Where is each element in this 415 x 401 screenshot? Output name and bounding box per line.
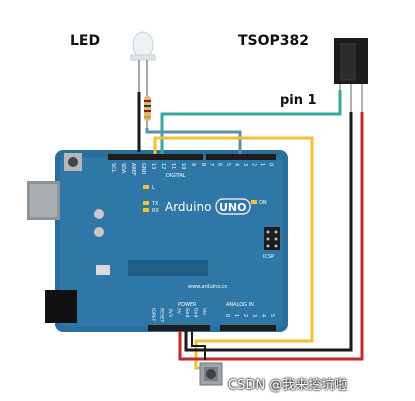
digital-header-left (108, 154, 203, 160)
icsp-header (264, 227, 280, 250)
pin-label: 1 (233, 314, 239, 317)
pin-label: IOREF (150, 308, 156, 322)
capacitor-1 (94, 209, 104, 219)
pin-label: 3 (242, 163, 248, 166)
pin-label: 4 (260, 314, 266, 317)
board-model: UNO (219, 201, 247, 214)
led-l-indicator (143, 185, 149, 189)
pin-label: 7 (208, 163, 214, 166)
pin-label: Vin (201, 308, 207, 315)
pin-label: 3V3 (167, 308, 173, 317)
icsp-label: ICSP (263, 254, 274, 260)
board-chip-area (128, 260, 208, 276)
led-bulb (132, 31, 154, 59)
tsop382-receiver (334, 38, 368, 112)
led-tx-indicator (143, 201, 149, 205)
pin-label: 8 (200, 163, 206, 166)
pin-label: 11 (170, 163, 176, 169)
capacitor-2 (94, 227, 104, 237)
digital-header-right (206, 154, 276, 160)
wire-button-gnd (191, 331, 206, 360)
led-label: LED (70, 33, 101, 49)
pin-label: 5V (176, 308, 182, 315)
pin-label: 6 (217, 163, 223, 166)
pin-label: Gnd (184, 308, 190, 317)
pin-label: 0 (268, 163, 274, 166)
pin-label: 2 (242, 314, 248, 317)
on-label: ON (259, 200, 267, 206)
wire-led-signal (145, 128, 242, 154)
website-label: www.arduino.cc (188, 284, 228, 290)
wire-tsop-vcc (178, 112, 364, 361)
l-label: L (152, 185, 155, 191)
crystal (96, 265, 110, 275)
pin-label: SCL (110, 163, 116, 173)
led-rx-indicator (143, 208, 149, 212)
board-brand: Arduino (165, 200, 211, 214)
wire-tsop-gnd (184, 112, 353, 352)
pin-label: AREF (130, 163, 136, 176)
pin-label: RESET (159, 308, 165, 323)
pin1-label: pin 1 (280, 93, 317, 108)
resistor (144, 96, 151, 121)
power-jack (45, 290, 77, 323)
pin-label: 1 (259, 163, 265, 166)
arduino-board: Arduino UNO DIGITAL L TX RX ON ICSP www.… (27, 150, 288, 332)
tsop-label: TSOP382 (238, 33, 310, 49)
power-label: POWER (178, 302, 197, 308)
tx-label: TX (151, 201, 159, 207)
led-rim (130, 54, 156, 61)
pin-label: 12 (160, 163, 166, 169)
analog-header (220, 325, 276, 331)
pin-label: 5 (269, 314, 275, 317)
pin-label: SDA (120, 163, 126, 174)
reset-button-cap (68, 157, 78, 167)
led-component (130, 31, 156, 128)
led-on-indicator (251, 200, 257, 204)
pin-label: 3 (251, 314, 257, 317)
pin-label: 13 (150, 163, 156, 169)
pin-label: 5 (225, 163, 231, 166)
pin-label: 4 (234, 163, 240, 166)
pin-label: 2 (251, 163, 257, 166)
rx-label: RX (152, 208, 159, 214)
push-button (199, 362, 223, 386)
watermark: CSDN @我来挖坑啦 (228, 378, 348, 393)
digital-label: DIGITAL (166, 173, 186, 179)
power-header (148, 325, 210, 331)
usb-connector-inner (30, 184, 57, 217)
wire-button-signal (153, 136, 314, 370)
pin-label: 10 (180, 163, 186, 169)
pin-label: GND (140, 163, 146, 175)
analog-label: ANALOG IN (226, 302, 254, 308)
pin-label: 9 (190, 163, 196, 166)
wires (137, 90, 364, 370)
wire-tsop-signal (160, 90, 342, 154)
pin-label: Gnd (193, 308, 199, 317)
pin-label: 0 (224, 314, 230, 317)
